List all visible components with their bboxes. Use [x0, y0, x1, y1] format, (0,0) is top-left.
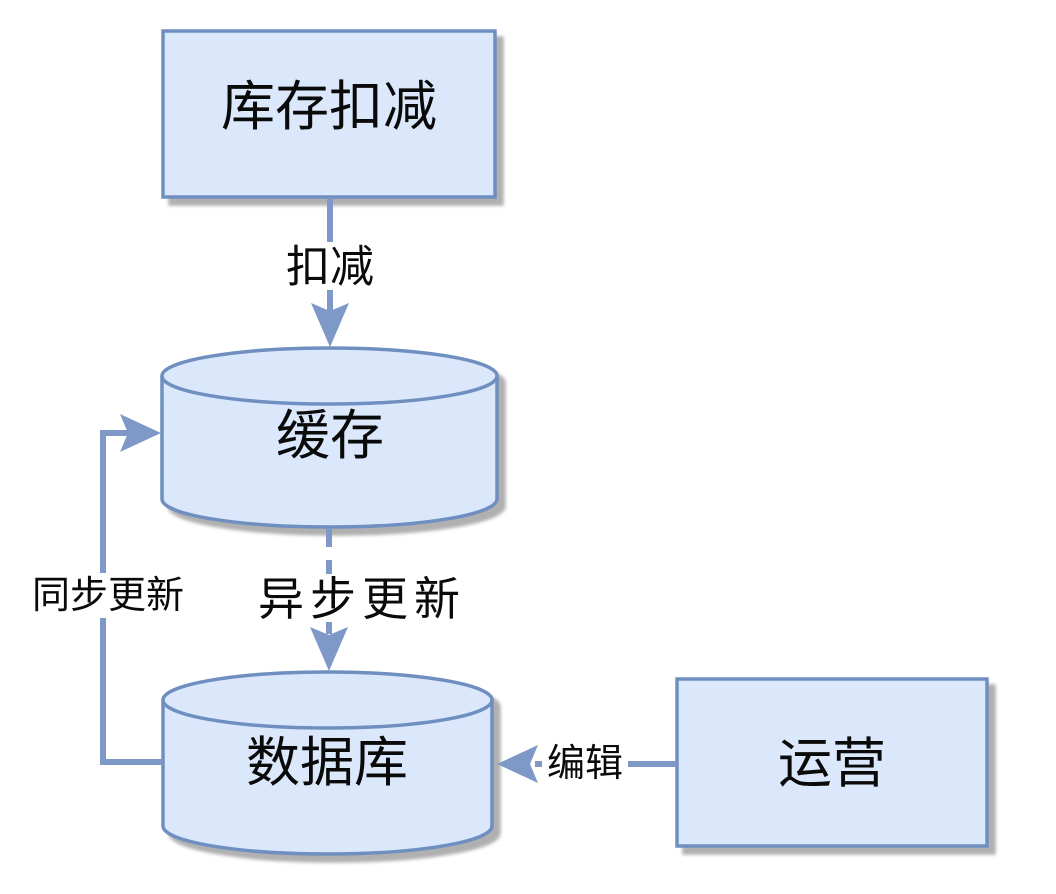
- edit-label-bg: [542, 740, 628, 786]
- operations-box: [675, 677, 989, 848]
- node-database: 数据库: [161, 670, 494, 856]
- sync-update-label: 同步更新: [32, 575, 184, 617]
- cache-cylinder: [160, 346, 499, 529]
- edit-arrowhead-icon: [497, 745, 538, 783]
- deduct-label-bg: [281, 242, 379, 290]
- node-cache: 缓存: [160, 346, 499, 529]
- node-inventory-deduction: 库存扣减: [161, 29, 497, 199]
- edge-deduct: 扣减: [281, 199, 379, 347]
- operations-label: 运营: [778, 734, 886, 794]
- edit-label: 编辑: [547, 743, 623, 785]
- sync-update-arrowhead-icon: [120, 414, 161, 452]
- sync-update-label-bg: [25, 573, 191, 618]
- node-operations: 运营: [675, 677, 989, 848]
- async-update-arrowhead-icon: [310, 627, 348, 671]
- database-cylinder: [161, 670, 494, 856]
- deduct-label: 扣减: [286, 243, 374, 292]
- async-update-label: 异步更新: [258, 573, 466, 625]
- edge-async-update: 异步更新: [240, 529, 476, 671]
- database-cylinder-rim: [161, 699, 494, 730]
- inventory-deduction-label: 库存扣减: [221, 77, 437, 137]
- async-update-label-bg: [240, 574, 476, 622]
- deduct-arrowhead-icon: [311, 303, 349, 347]
- cache-label: 缓存: [276, 406, 384, 466]
- inventory-deduction-box: [161, 29, 497, 199]
- edge-sync-update: 同步更新: [25, 414, 191, 765]
- cache-cylinder-rim: [160, 375, 499, 406]
- edge-edit: 编辑: [497, 740, 677, 786]
- database-label: 数据库: [246, 733, 408, 793]
